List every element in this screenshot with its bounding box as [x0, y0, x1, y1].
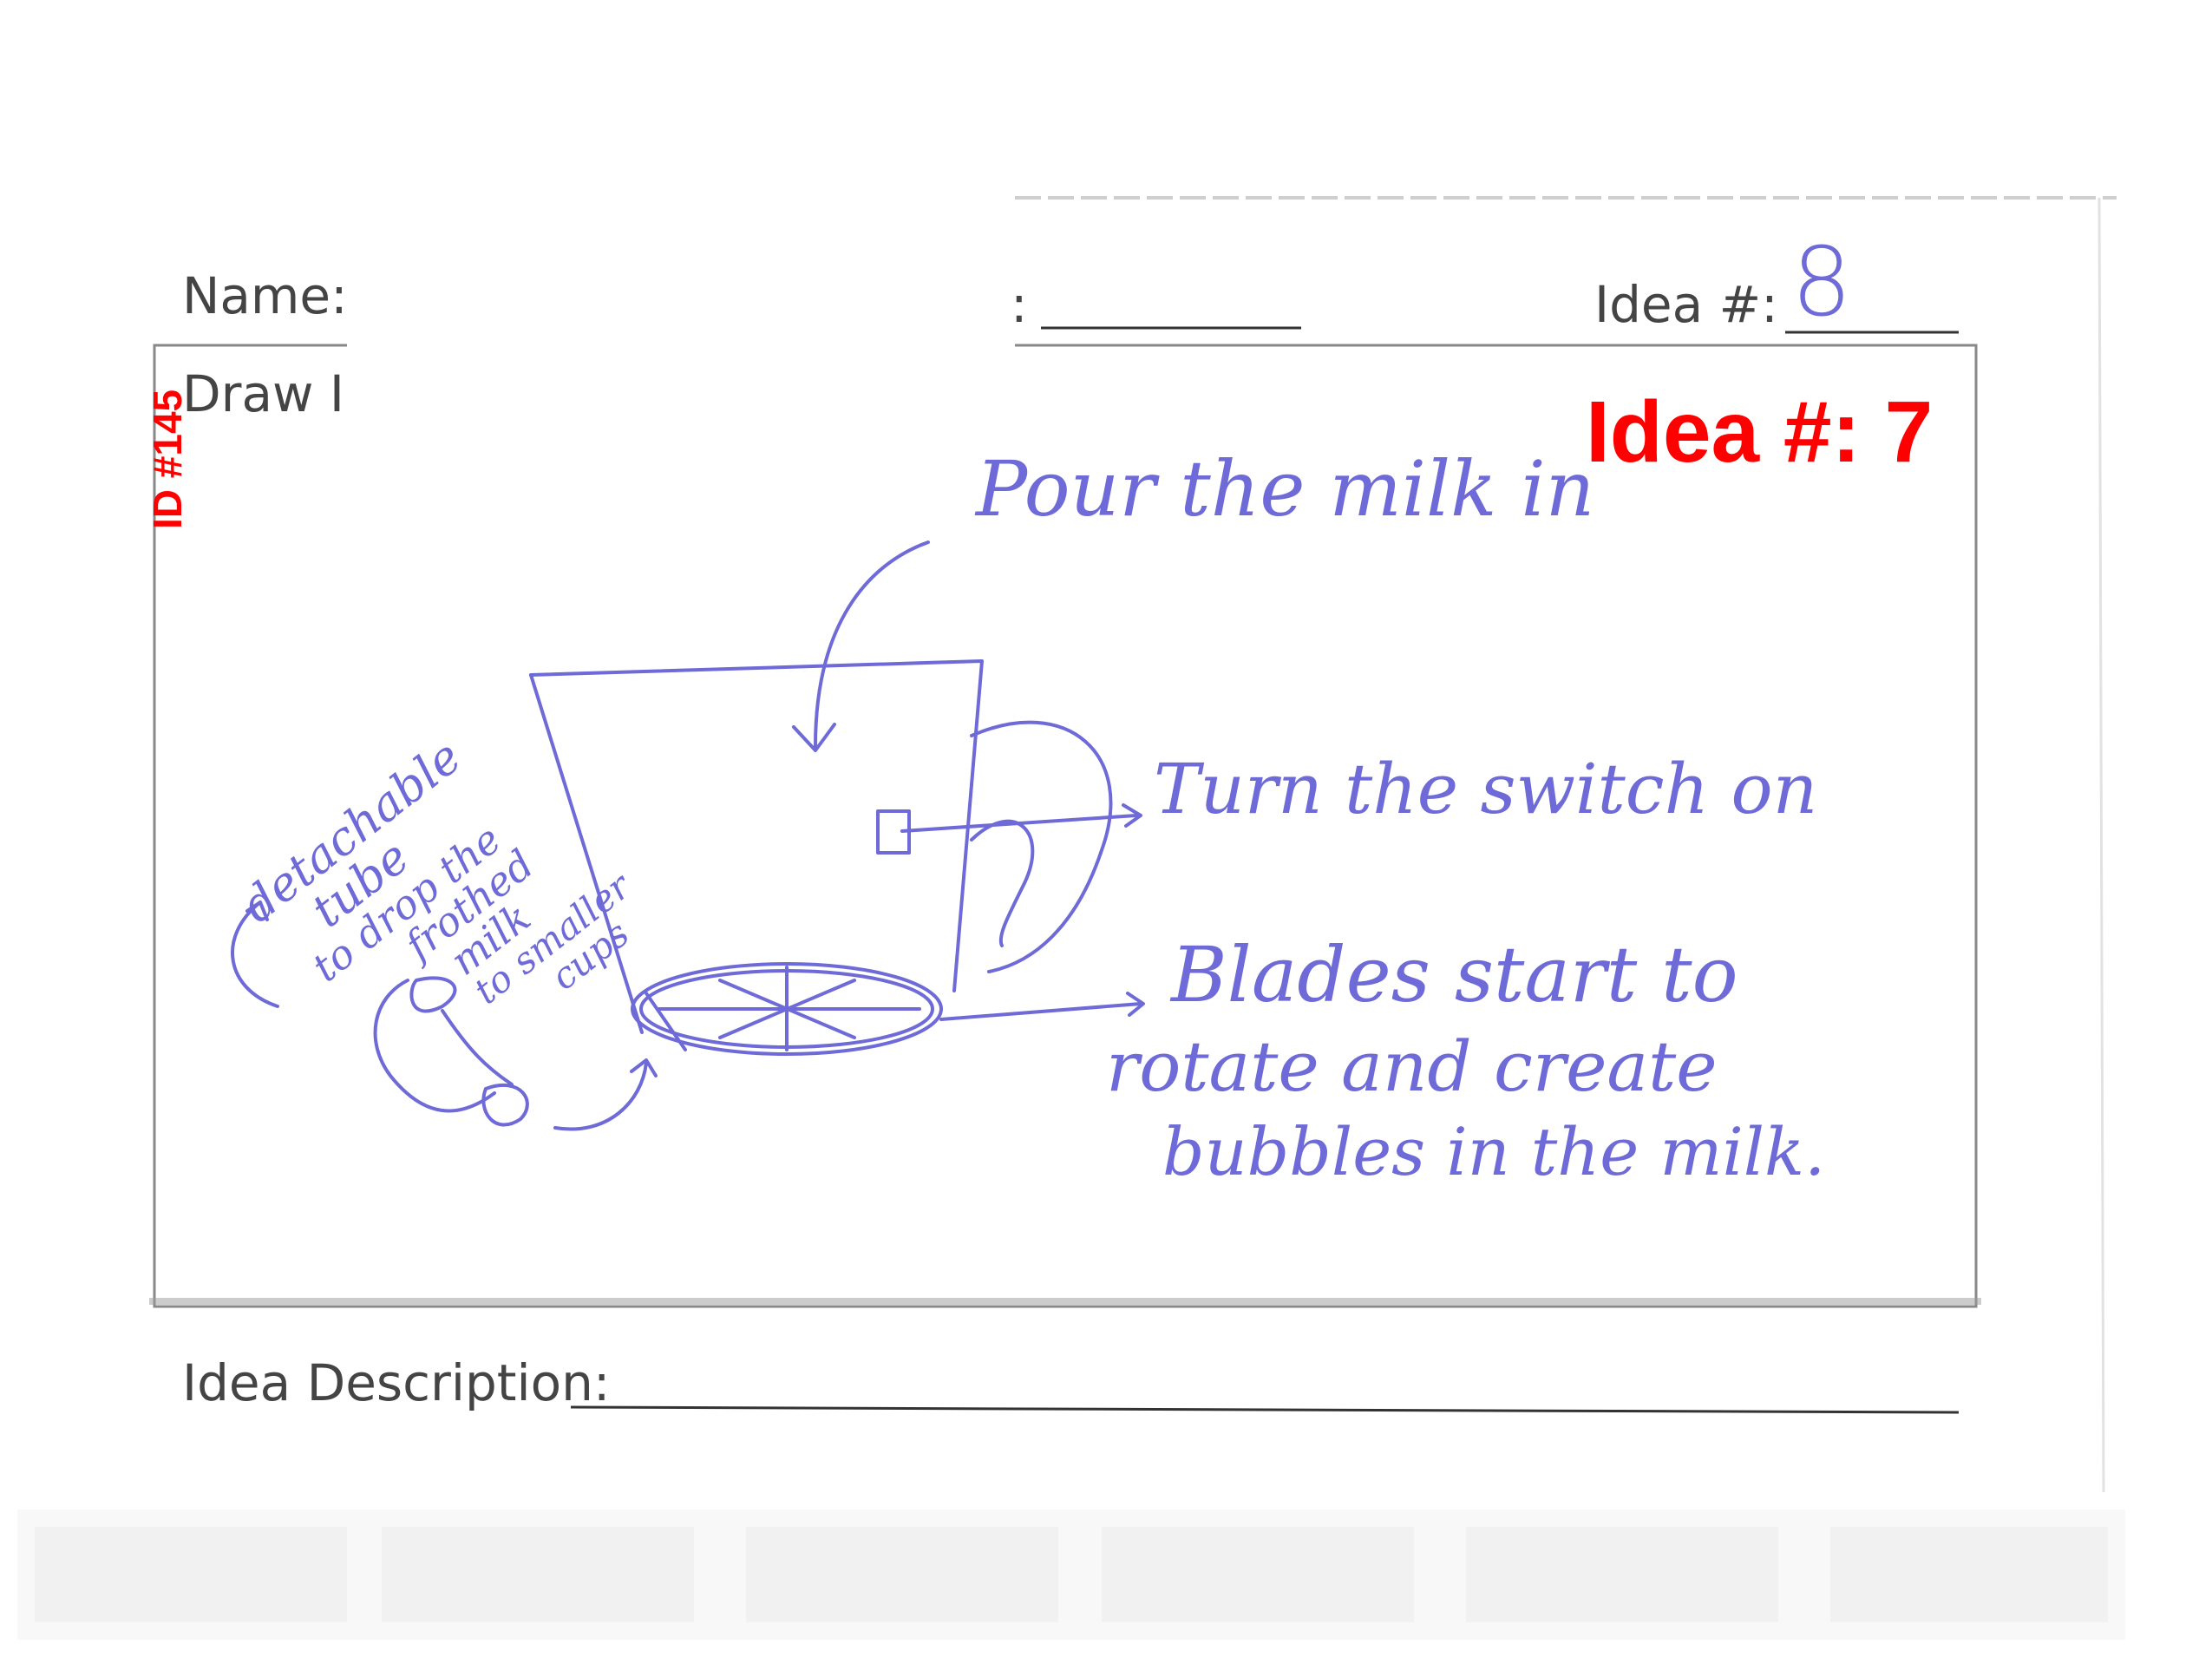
idea-tag-overlay: Idea #: 7 [1586, 383, 1934, 481]
note-blades-line-1: Blades start to [1171, 930, 1738, 1019]
idea-number-label: Idea #: [1594, 275, 1778, 334]
note-blades-line-3: bubbles in the milk. [1162, 1113, 1826, 1190]
colon-label: : [1011, 275, 1028, 334]
note-blades-line-2: rotate and create [1106, 1026, 1718, 1107]
description-underline [570, 1405, 1960, 1414]
drawing-box [153, 344, 1978, 1308]
note-pour-milk: Pour the milk in [976, 444, 1595, 534]
frother-sketch [230, 540, 1145, 1131]
idea-description-label: Idea Description: [182, 1353, 611, 1412]
id-tag-overlay: ID #145 [145, 389, 190, 529]
note-turn-switch: Turn the switch on [1154, 749, 1818, 829]
draw-idea-label: Draw Id [182, 369, 347, 419]
name-label: Name: [182, 266, 348, 325]
idea-number-value: 8 [1791, 226, 1852, 337]
